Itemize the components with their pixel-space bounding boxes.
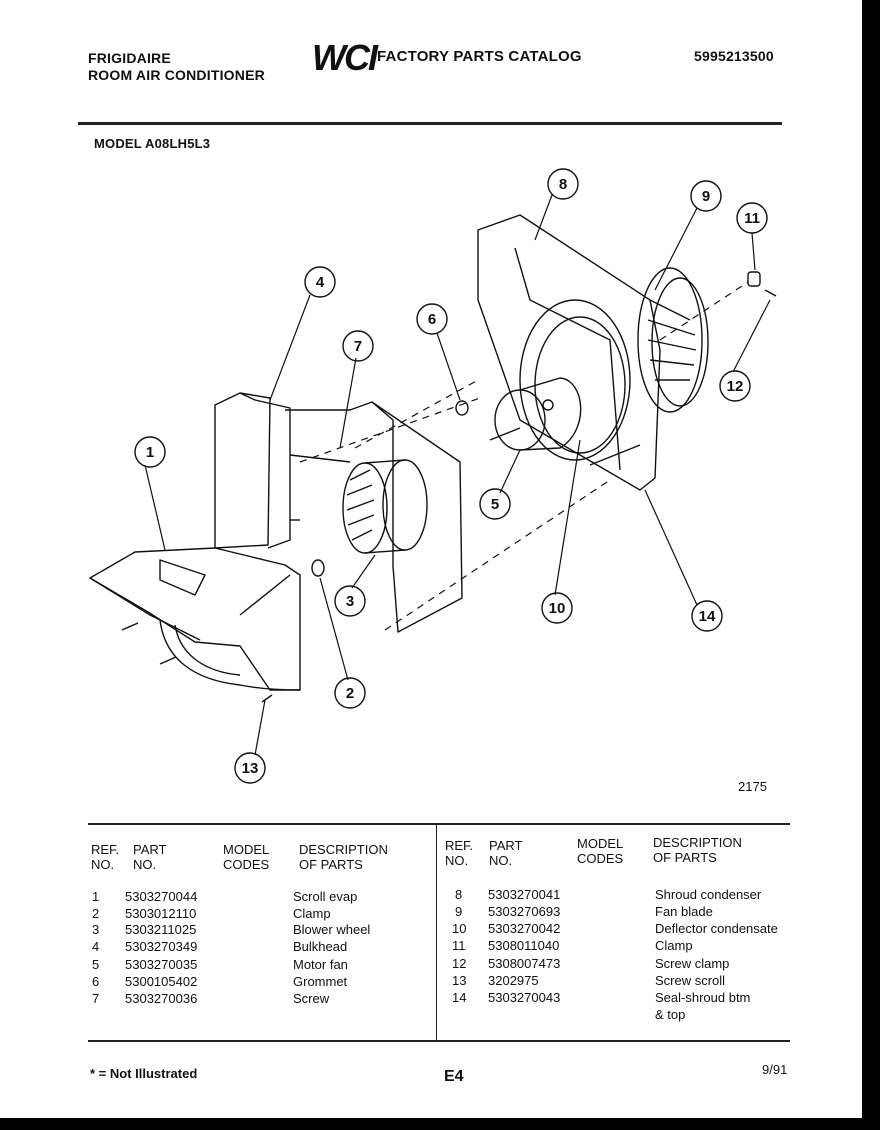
table-bottom-rule (88, 1040, 790, 1042)
wci-logo: WCI (312, 37, 378, 78)
shroud-condenser-part (477, 214, 661, 491)
fan-blade-part (637, 267, 709, 413)
drawing-number: 2175 (738, 779, 767, 794)
callout-14: 14 (699, 608, 716, 625)
col-header-ref: REF.NO. (91, 842, 120, 872)
callout-4: 4 (316, 274, 325, 291)
scroll-evap-part (89, 547, 301, 703)
revision-date: 9/91 (762, 1062, 788, 1077)
brand-name: FRIGIDAIRE (88, 50, 171, 66)
catalog-title: FACTORY PARTS CATALOG (377, 48, 582, 65)
product-name: ROOM AIR CONDITIONER (88, 67, 265, 83)
header-rule (78, 122, 782, 125)
catalog-number: 5995213500 (694, 48, 774, 64)
table-top-rule (88, 823, 790, 825)
blower-wheel-part (342, 459, 428, 554)
bulkhead-part (214, 392, 463, 633)
not-illustrated-note: * = Not Illustrated (90, 1066, 198, 1081)
callout-10: 10 (549, 600, 566, 617)
deflector-part (589, 444, 641, 466)
callout-5: 5 (491, 496, 499, 513)
callout-9: 9 (702, 188, 710, 205)
clamp-small-part (747, 271, 761, 287)
callout-11: 11 (744, 210, 760, 227)
callout-13: 13 (242, 760, 259, 777)
callout-8: 8 (559, 176, 567, 193)
page-border-right (862, 0, 880, 1130)
clamp-part (311, 559, 325, 577)
screw-clamp-part (764, 289, 777, 297)
callout-2: 2 (346, 685, 354, 702)
table-center-divider (436, 825, 437, 1040)
callout-1: 1 (146, 444, 154, 461)
page-code: E4 (444, 1068, 464, 1085)
callout-6: 6 (428, 311, 436, 328)
model-label: MODEL A08LH5L3 (94, 136, 211, 151)
callout-7: 7 (354, 338, 362, 355)
grommet-part (455, 400, 469, 416)
col-header-ref-right: REF.NO. (445, 838, 474, 868)
callout-12: 12 (727, 378, 744, 395)
exploded-parts-diagram: 1 2 3 4 5 6 7 8 9 10 11 12 13 14 2175 (89, 168, 777, 794)
callout-3: 3 (346, 593, 354, 610)
page-border-bottom (0, 1118, 880, 1130)
